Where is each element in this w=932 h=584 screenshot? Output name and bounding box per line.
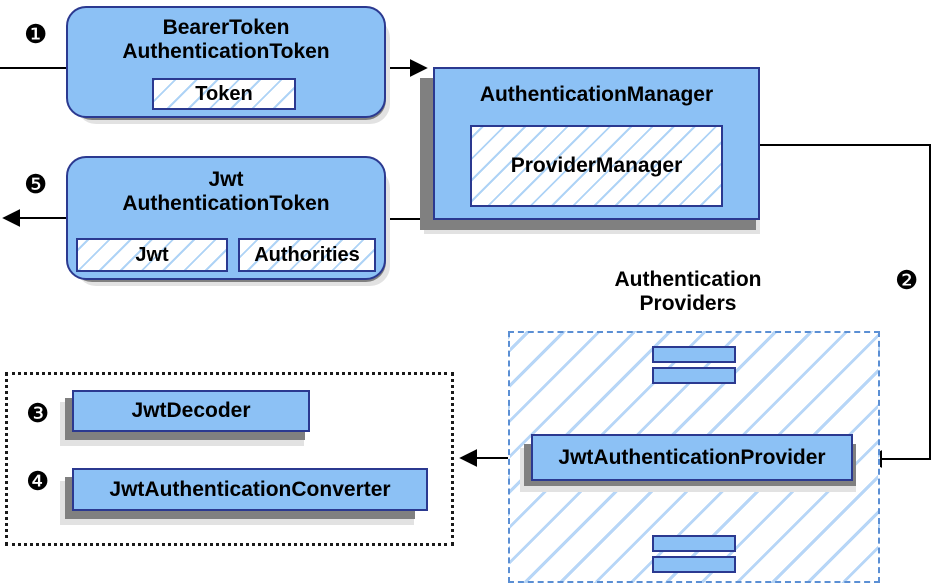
node-jwt-authentication-provider[interactable]: JwtAuthenticationProvider	[531, 434, 853, 481]
provider-stack-bar-bottom-2	[652, 556, 736, 573]
step-badge-1: ❶	[24, 20, 48, 50]
node-bearer-token-authentication-token[interactable]: BearerToken AuthenticationToken	[66, 6, 386, 118]
step-badge-4: ❹	[26, 467, 50, 497]
inner-box-jwt-label: Jwt	[135, 243, 169, 266]
provider-stack-bar-bottom-1	[652, 535, 736, 552]
inner-box-token-label: Token	[195, 82, 253, 105]
step-badge-3: ❸	[26, 399, 50, 429]
node-jwt-token-title: Jwt AuthenticationToken	[122, 168, 330, 215]
inner-box-provider-manager[interactable]: ProviderManager	[470, 125, 723, 207]
inner-box-provider-manager-label: ProviderManager	[510, 154, 683, 177]
inner-box-token[interactable]: Token	[152, 78, 296, 110]
node-bearer-token-title: BearerToken AuthenticationToken	[122, 16, 330, 63]
node-jwt-authentication-converter[interactable]: JwtAuthenticationConverter	[72, 468, 428, 511]
inner-box-jwt[interactable]: Jwt	[76, 238, 228, 272]
node-jwt-authentication-converter-title: JwtAuthenticationConverter	[109, 477, 391, 501]
step-badge-2: ❷	[895, 266, 919, 296]
provider-stack-bar-top-1	[652, 346, 736, 363]
node-jwt-decoder-title: JwtDecoder	[131, 399, 251, 423]
node-jwt-decoder[interactable]: JwtDecoder	[72, 390, 310, 432]
inner-box-authorities[interactable]: Authorities	[238, 238, 376, 272]
inner-box-authorities-label: Authorities	[254, 243, 360, 266]
provider-stack-bar-top-2	[652, 367, 736, 384]
node-jwt-authentication-provider-title: JwtAuthenticationProvider	[558, 445, 826, 469]
region-jwt-support-components	[5, 372, 454, 546]
step-badge-5: ❺	[24, 170, 48, 200]
node-authentication-manager-title: AuthenticationManager	[479, 83, 714, 106]
region-label-authentication-providers: Authentication Providers	[614, 268, 762, 316]
